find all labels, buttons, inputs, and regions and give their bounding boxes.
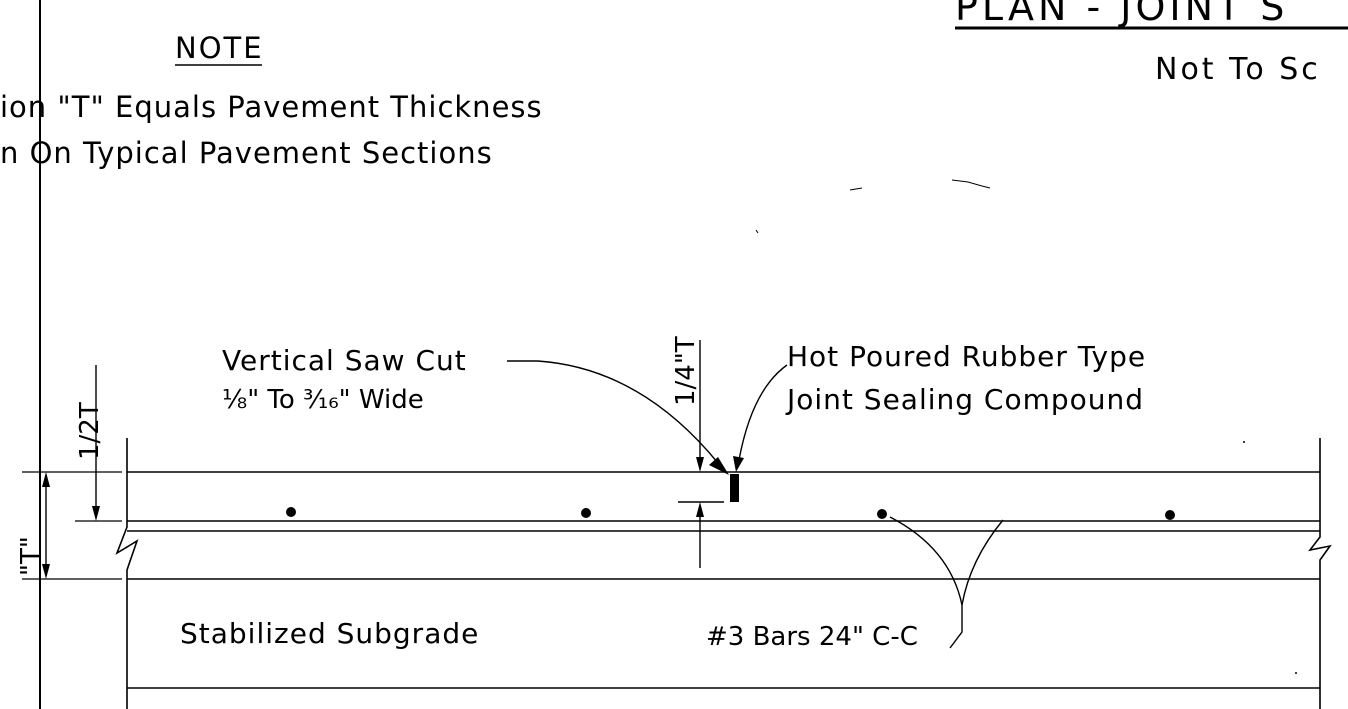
- sketch-dot: [1295, 672, 1297, 674]
- rebar-bar: [1165, 510, 1175, 520]
- thickness-arrow-top: [42, 472, 50, 487]
- plan-scale-note: Not To Sc: [1155, 52, 1321, 87]
- sketch-mark: [849, 187, 863, 191]
- plan-title: PLAN - JOINT S: [955, 0, 1288, 29]
- note-line-2: n On Typical Pavement Sections: [0, 136, 493, 170]
- bars-leader-left: [889, 516, 963, 606]
- saw-cut-label-line-1: Vertical Saw Cut: [222, 344, 467, 377]
- note-line-1: ion "T" Equals Pavement Thickness: [0, 90, 543, 124]
- left-break-line: [115, 438, 139, 709]
- rebar-bar: [581, 508, 591, 518]
- sketch-mark: [755, 229, 759, 234]
- note-heading: NOTE: [175, 31, 264, 65]
- sealant-leader-arrow: [733, 456, 744, 472]
- sketch-mark: [951, 179, 991, 189]
- quarter-t-label: 1/4"T: [671, 336, 701, 406]
- bars-leader-tail: [949, 605, 963, 649]
- sealant-label-line-1: Hot Poured Rubber Type: [787, 340, 1146, 373]
- subgrade-label: Stabilized Subgrade: [180, 617, 479, 650]
- bars-label: #3 Bars 24" C-C: [706, 622, 918, 652]
- right-break-line: [1308, 438, 1332, 709]
- thickness-label: "T": [16, 536, 46, 576]
- saw-cut-leader: [507, 360, 719, 464]
- saw-cut-label-line-2: ⅛" To ³⁄₁₆" Wide: [222, 385, 424, 415]
- sealant-leader: [738, 364, 788, 461]
- bars-leader-right: [961, 519, 1004, 606]
- saw-cut-sealant: [730, 474, 739, 502]
- sealant-label-line-2: Joint Sealing Compound: [785, 383, 1144, 416]
- thickness-arrow-bottom: [42, 564, 50, 579]
- saw-cut-leader-arrow: [709, 457, 729, 475]
- half-t-label: 1/2T: [75, 402, 105, 460]
- half-t-arrowhead: [92, 506, 100, 521]
- quarter-t-arrow-bottom: [696, 502, 704, 517]
- sketch-dot: [1243, 441, 1245, 443]
- rebar-bar: [877, 509, 887, 519]
- quarter-t-arrow-top: [696, 457, 704, 472]
- rebar-bar: [286, 507, 296, 517]
